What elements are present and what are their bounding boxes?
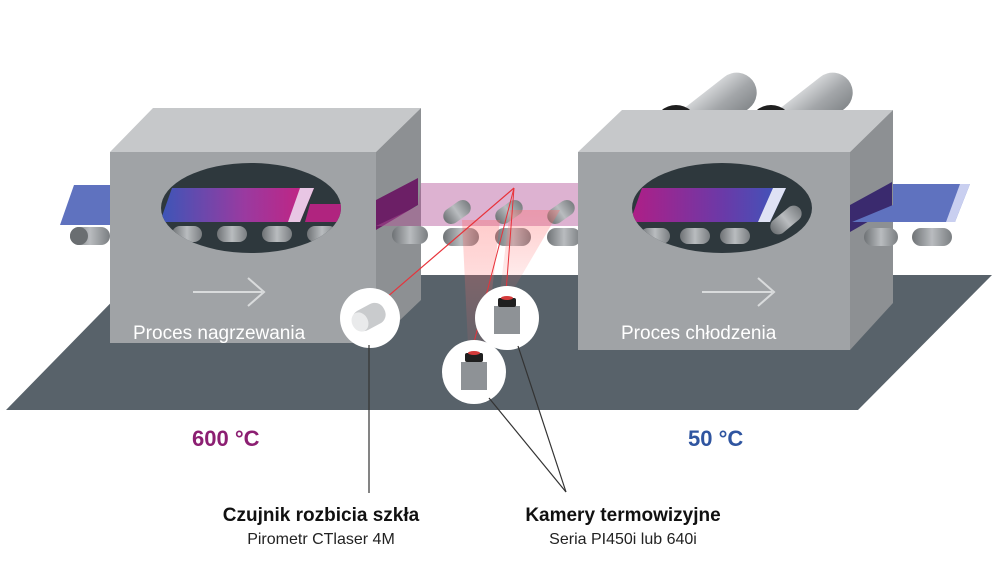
- laser-beam: [371, 187, 515, 311]
- direction-arrowhead: [247, 277, 266, 307]
- camera-lens-glow: [501, 296, 513, 300]
- side-slot: [376, 178, 418, 230]
- laser-beam: [505, 187, 515, 293]
- measurement-beams: [371, 187, 560, 351]
- camera-lens-glow: [468, 351, 480, 355]
- sensor-lens: [351, 312, 369, 332]
- glass-edge: [288, 188, 314, 222]
- pyrometer-sensor: [340, 288, 400, 348]
- roller: [720, 228, 750, 244]
- exit-conveyor: [852, 184, 970, 246]
- camera-lens: [498, 298, 516, 307]
- roller: [912, 228, 952, 246]
- thermal-camera-upper: [475, 286, 539, 350]
- camera-field-of-view: [462, 220, 500, 345]
- camera-lens: [465, 353, 483, 362]
- entry-conveyor: [60, 185, 112, 245]
- glass-edge: [758, 188, 786, 222]
- furnace-top: [110, 108, 421, 152]
- cooling-furnace: Proces chłodzenia: [578, 110, 893, 350]
- camera-body: [461, 362, 487, 390]
- camera-leader-line: [517, 345, 567, 493]
- furnace-side: [376, 108, 421, 343]
- cooling-temperature: 50 °C: [688, 426, 744, 451]
- thermal-cameras-subtitle: Seria PI450i lub 640i: [549, 531, 697, 548]
- roller: [864, 228, 898, 246]
- roller: [217, 226, 247, 242]
- heating-temperature: 600 °C: [192, 426, 260, 451]
- heating-furnace: Proces nagrzewania: [110, 108, 421, 344]
- thermal-camera-lower: [442, 340, 506, 404]
- glass-edge: [946, 184, 970, 222]
- furnace-top: [578, 110, 893, 152]
- roller: [547, 228, 581, 246]
- roller: [262, 226, 292, 242]
- roller: [680, 228, 710, 244]
- glass-sheet-entry: [60, 185, 112, 225]
- camera-leader-line: [488, 397, 567, 493]
- direction-arrowhead: [757, 277, 776, 307]
- camera-body: [494, 306, 520, 334]
- roller-end: [70, 227, 88, 245]
- camera-field-of-view: [500, 210, 560, 292]
- heating-process-label: Proces nagrzewania: [133, 323, 306, 344]
- glass-break-sensor-title: Czujnik rozbicia szkła: [222, 505, 420, 526]
- roller: [392, 226, 428, 244]
- glass-sheet-heating: [161, 188, 314, 222]
- roller: [495, 199, 523, 225]
- glass-sheet-exit: [852, 184, 970, 222]
- roller: [770, 205, 802, 235]
- glass-sheet-cooling: [632, 188, 786, 222]
- cooling-process-label: Proces chłodzenia: [621, 323, 777, 344]
- glass-break-sensor-subtitle: Pirometr CTlaser 4M: [247, 531, 395, 548]
- thermal-cameras-title: Kamery termowizyjne: [525, 505, 721, 526]
- roller: [443, 199, 471, 225]
